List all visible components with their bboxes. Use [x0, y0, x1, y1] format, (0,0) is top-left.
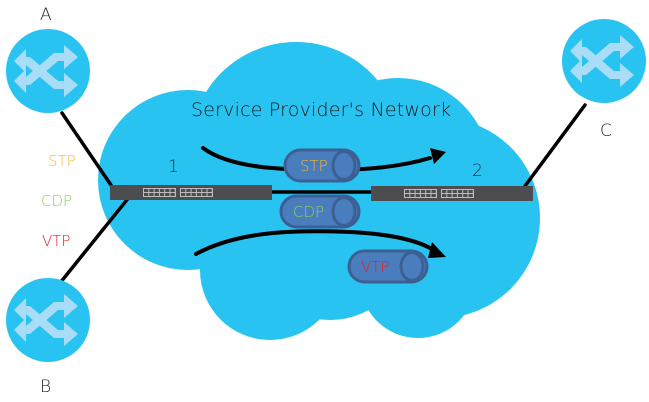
switch-port	[431, 194, 436, 197]
switch-port	[420, 194, 426, 197]
switch-port	[159, 189, 165, 192]
tunnel-stp: STP	[283, 148, 361, 183]
switch-port	[170, 193, 175, 196]
vtp-flow-arrow	[194, 229, 432, 256]
router-b-label: B	[40, 377, 51, 397]
tunnel-vtp-label: VTP	[361, 258, 389, 276]
switch-2[interactable]	[371, 186, 533, 201]
cloud-title: Service Provider's Network	[191, 99, 451, 121]
switch-port	[431, 190, 436, 193]
router-c[interactable]	[562, 19, 646, 103]
port-block	[441, 189, 474, 198]
switch-port	[165, 189, 170, 192]
port-block	[143, 188, 176, 197]
switch-2-ports	[404, 189, 474, 198]
switch-port	[447, 194, 452, 197]
switch-port	[181, 193, 186, 196]
switch-port	[457, 190, 463, 193]
switch-port	[170, 189, 175, 192]
link-c-switch2	[523, 103, 587, 188]
switch-port	[463, 190, 468, 193]
router-b[interactable]	[6, 278, 90, 362]
switch-port	[191, 189, 196, 192]
tunnel-vtp: VTP	[347, 249, 429, 284]
switch-port	[165, 193, 170, 196]
tunnel-stp-label: STP	[300, 157, 328, 175]
switch-port	[410, 190, 415, 193]
switch-port	[442, 190, 447, 193]
switch-port	[181, 189, 186, 192]
switch-port	[207, 193, 212, 196]
switch-port	[202, 193, 207, 196]
switch-port	[452, 190, 457, 193]
switch-port	[154, 193, 159, 196]
switch-port	[154, 189, 159, 192]
switch-port	[468, 190, 473, 193]
port-block	[404, 189, 437, 198]
switch-1[interactable]	[110, 185, 272, 200]
switch-port	[468, 194, 473, 197]
vtp-arrowhead-icon	[428, 242, 446, 258]
switch-port	[426, 194, 431, 197]
switch-1-ports	[143, 188, 213, 197]
switch-port	[405, 190, 410, 193]
stp-arrowhead-icon	[430, 148, 446, 164]
link-a-switch1	[60, 111, 115, 190]
tunnel-cdp-label: CDP	[293, 203, 324, 221]
switch-port	[405, 194, 410, 197]
switch-port	[415, 194, 420, 197]
router-body	[6, 29, 90, 113]
switch-port	[159, 193, 165, 196]
switch-port	[457, 194, 463, 197]
link-b-switch1	[58, 194, 132, 285]
switch-port	[186, 193, 191, 196]
switch-port	[202, 189, 207, 192]
switch-port	[442, 194, 447, 197]
crossing-arrows-icon	[14, 294, 78, 346]
crossing-arrows-icon	[570, 35, 634, 87]
switch-port	[149, 189, 154, 192]
switch-port	[186, 189, 191, 192]
switch-port	[144, 193, 149, 196]
router-a[interactable]	[6, 29, 90, 113]
legend-stp: STP	[48, 152, 76, 170]
legend-vtp: VTP	[42, 232, 70, 250]
switch-port	[420, 190, 426, 193]
router-c-label: C	[600, 121, 612, 141]
switch-port	[415, 190, 420, 193]
router-body	[6, 278, 90, 362]
crossing-arrows-icon	[14, 45, 78, 97]
switch-port	[149, 193, 154, 196]
port-block	[180, 188, 213, 197]
switch-port	[463, 194, 468, 197]
switch-port	[144, 189, 149, 192]
switch-port	[207, 189, 212, 192]
router-a-label: A	[40, 5, 52, 25]
switch-port	[191, 193, 196, 196]
switch-port	[410, 194, 415, 197]
switch-port	[426, 190, 431, 193]
switch-port	[196, 189, 202, 192]
switch-2-label: 2	[472, 161, 483, 181]
switch-1-label: 1	[168, 157, 179, 177]
switch-port	[196, 193, 202, 196]
router-body	[562, 19, 646, 103]
switch-port	[452, 194, 457, 197]
switch-port	[447, 190, 452, 193]
legend-cdp: CDP	[41, 192, 72, 210]
tunnel-cdp: CDP	[279, 194, 361, 229]
